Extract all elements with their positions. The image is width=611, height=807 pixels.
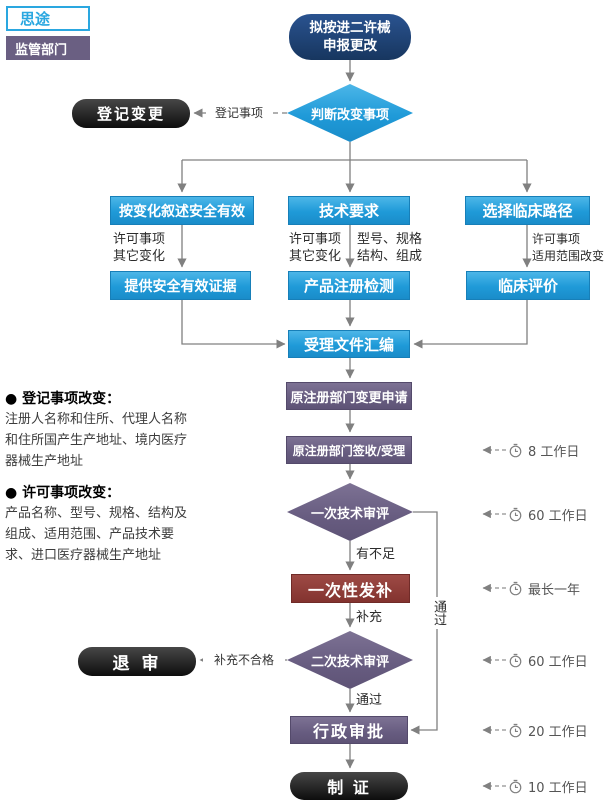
- edge-label-registration-items: 登记事项: [206, 106, 272, 120]
- label-branch-safety: 许可事项 其它变化: [113, 232, 166, 264]
- node-certificate: 制 证: [290, 772, 408, 800]
- note-registration-body: 注册人名称和住所、代理人名称 和住所国产生产地址、境内医疗 器械生产地址: [5, 412, 188, 469]
- clock-icon: [509, 507, 522, 521]
- label-branch-tech-left: 许可事项 其它变化: [289, 232, 342, 264]
- label-branch-tech-right: 型号、规格 结构、组成: [357, 232, 423, 264]
- timeline-label: 最长一年: [528, 582, 581, 598]
- note-license-body: 产品名称、型号、规格、结构及 组成、适用范围、产品技术要 求、进口医疗器械生产地…: [5, 506, 188, 563]
- node-product-testing: 产品注册检测: [288, 271, 410, 300]
- timeline-label: 8 工作日: [528, 444, 580, 460]
- clock-icon: [509, 443, 522, 457]
- label-supplement: 补充: [356, 610, 383, 625]
- regulator-badge: 监管部门: [6, 36, 90, 60]
- note-registration-title: ● 登记事项改变：: [5, 391, 121, 407]
- timeline-item-supplement: 最长一年: [508, 579, 581, 598]
- note-license-title: ● 许可事项改变：: [5, 485, 121, 501]
- node-document-compilation: 受理文件汇编: [288, 330, 410, 358]
- timeline-item-certificate: 10 工作日: [508, 777, 588, 796]
- timeline-item-second-review: 60 工作日: [508, 651, 588, 670]
- node-branch-clinical-path: 选择临床路径: [465, 196, 590, 225]
- label-insufficient: 有不足: [356, 547, 396, 562]
- node-clinical-evaluation: 临床评价: [466, 271, 590, 300]
- node-registration-change: 登记变更: [72, 99, 190, 128]
- label-pass: 通过: [356, 693, 383, 708]
- node-one-time-supplement: 一次性发补: [291, 574, 410, 603]
- timeline-item-acceptance: 8 工作日: [508, 441, 580, 460]
- timeline-label: 60 工作日: [528, 508, 588, 524]
- brand-badge: 思途: [6, 6, 90, 31]
- node-change-application: 原注册部门变更申请: [286, 382, 412, 410]
- timeline-label: 60 工作日: [528, 654, 588, 670]
- timeline-connectors: [482, 445, 506, 791]
- timeline-label: 20 工作日: [528, 724, 588, 740]
- clock-icon: [509, 779, 522, 793]
- label-branch-clinical: 许可事项 适用范围改变: [532, 232, 605, 263]
- node-safety-evidence: 提供安全有效证据: [110, 271, 251, 300]
- node-reject: 退 审: [78, 647, 196, 676]
- node-acceptance: 原注册部门签收/受理: [286, 436, 412, 464]
- clock-icon: [509, 653, 522, 667]
- node-start: 拟按进二许械 申报更改: [289, 14, 411, 60]
- node-branch-safety: 按变化叙述安全有效: [110, 196, 254, 225]
- clock-icon: [509, 723, 522, 737]
- label-pass-bypass: 通过: [430, 597, 447, 629]
- clock-icon: [509, 581, 522, 595]
- timeline-item-first-review: 60 工作日: [508, 505, 588, 524]
- edge-label-supplement-fail: 补充不合格: [203, 653, 285, 667]
- node-branch-tech: 技术要求: [288, 196, 410, 225]
- node-administrative-approval: 行政审批: [290, 716, 408, 744]
- timeline-item-approval: 20 工作日: [508, 721, 588, 740]
- timeline-label: 10 工作日: [528, 780, 588, 796]
